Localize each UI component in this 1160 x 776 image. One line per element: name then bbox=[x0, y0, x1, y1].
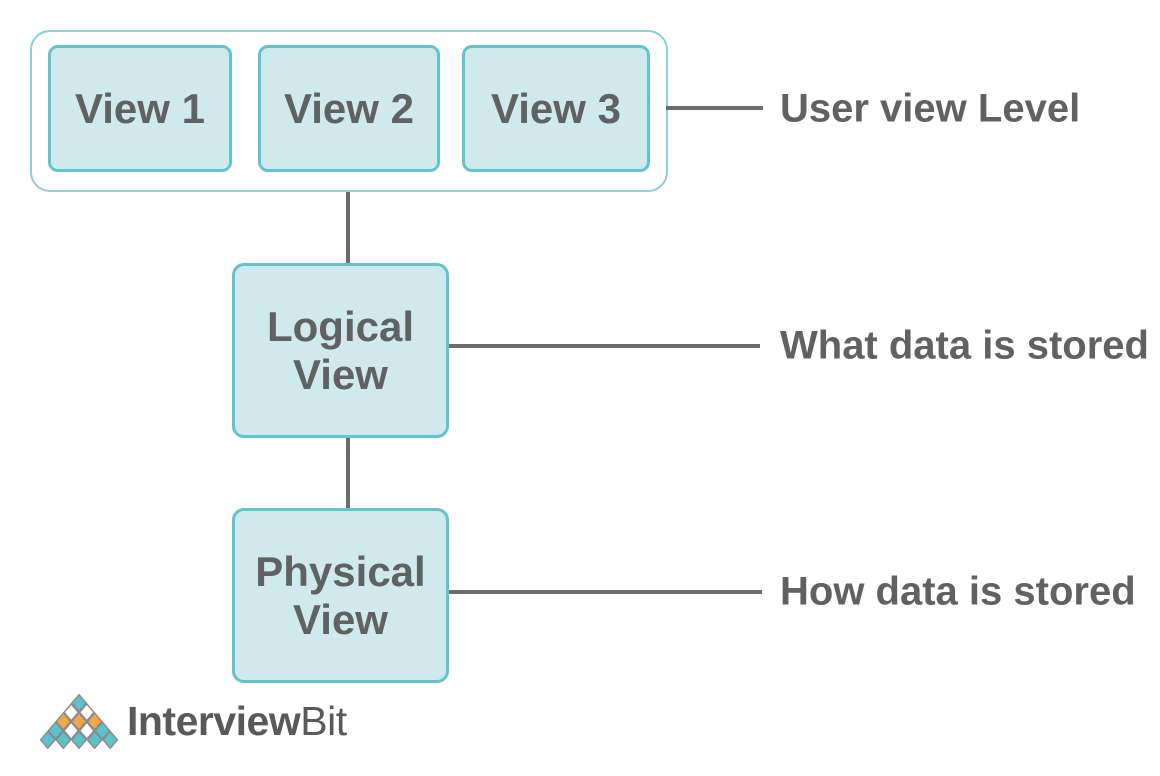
pyramid-diamond-teal bbox=[70, 729, 88, 749]
pyramid-diamond-white bbox=[78, 720, 95, 740]
pyramid-diamond-white bbox=[78, 702, 95, 722]
physical-view-box: Physical View bbox=[232, 508, 449, 683]
view-3-label: View 3 bbox=[491, 84, 621, 132]
view-1-box: View 1 bbox=[48, 45, 232, 172]
interviewbit-pyramid-icon bbox=[40, 693, 118, 749]
pyramid-diamond-orange bbox=[55, 711, 72, 731]
physical-view-annotation: How data is stored bbox=[780, 569, 1136, 614]
pyramid-diamond-teal bbox=[102, 729, 118, 749]
pyramid-diamond-orange bbox=[86, 711, 103, 731]
pyramid-diamond-teal bbox=[94, 720, 111, 740]
logical-view-annotation: What data is stored bbox=[780, 323, 1149, 368]
pyramid-diamond-orange bbox=[70, 711, 88, 731]
logical-view-box: Logical View bbox=[232, 263, 449, 438]
interviewbit-logo: InterviewBit bbox=[40, 692, 347, 750]
connector-logical-annotation bbox=[449, 344, 760, 348]
connector-userview-to-logical bbox=[346, 192, 350, 263]
view-2-box: View 2 bbox=[258, 45, 440, 172]
interviewbit-logo-text: InterviewBit bbox=[127, 698, 347, 745]
connector-physical-annotation bbox=[449, 590, 762, 594]
pyramid-diamond-white bbox=[63, 720, 80, 740]
physical-view-label: Physical View bbox=[255, 548, 426, 643]
pyramid-diamond-teal bbox=[47, 720, 64, 740]
pyramid-diamond-teal bbox=[70, 693, 88, 713]
user-view-level-annotation: User view Level bbox=[780, 86, 1081, 131]
view-1-label: View 1 bbox=[75, 84, 205, 132]
pyramid-diamond-teal bbox=[55, 729, 72, 749]
connector-logical-to-physical bbox=[346, 438, 350, 508]
view-3-box: View 3 bbox=[462, 45, 650, 172]
pyramid-diamond-teal bbox=[86, 729, 103, 749]
logical-view-label: Logical View bbox=[266, 303, 415, 398]
logo-text-interview: Interview bbox=[127, 697, 301, 744]
pyramid-diamond-teal bbox=[40, 729, 56, 749]
logo-text-bit: Bit bbox=[300, 697, 347, 744]
connector-user-view-annotation bbox=[666, 106, 763, 110]
pyramid-diamond-white bbox=[63, 702, 80, 722]
view-2-label: View 2 bbox=[284, 84, 414, 132]
